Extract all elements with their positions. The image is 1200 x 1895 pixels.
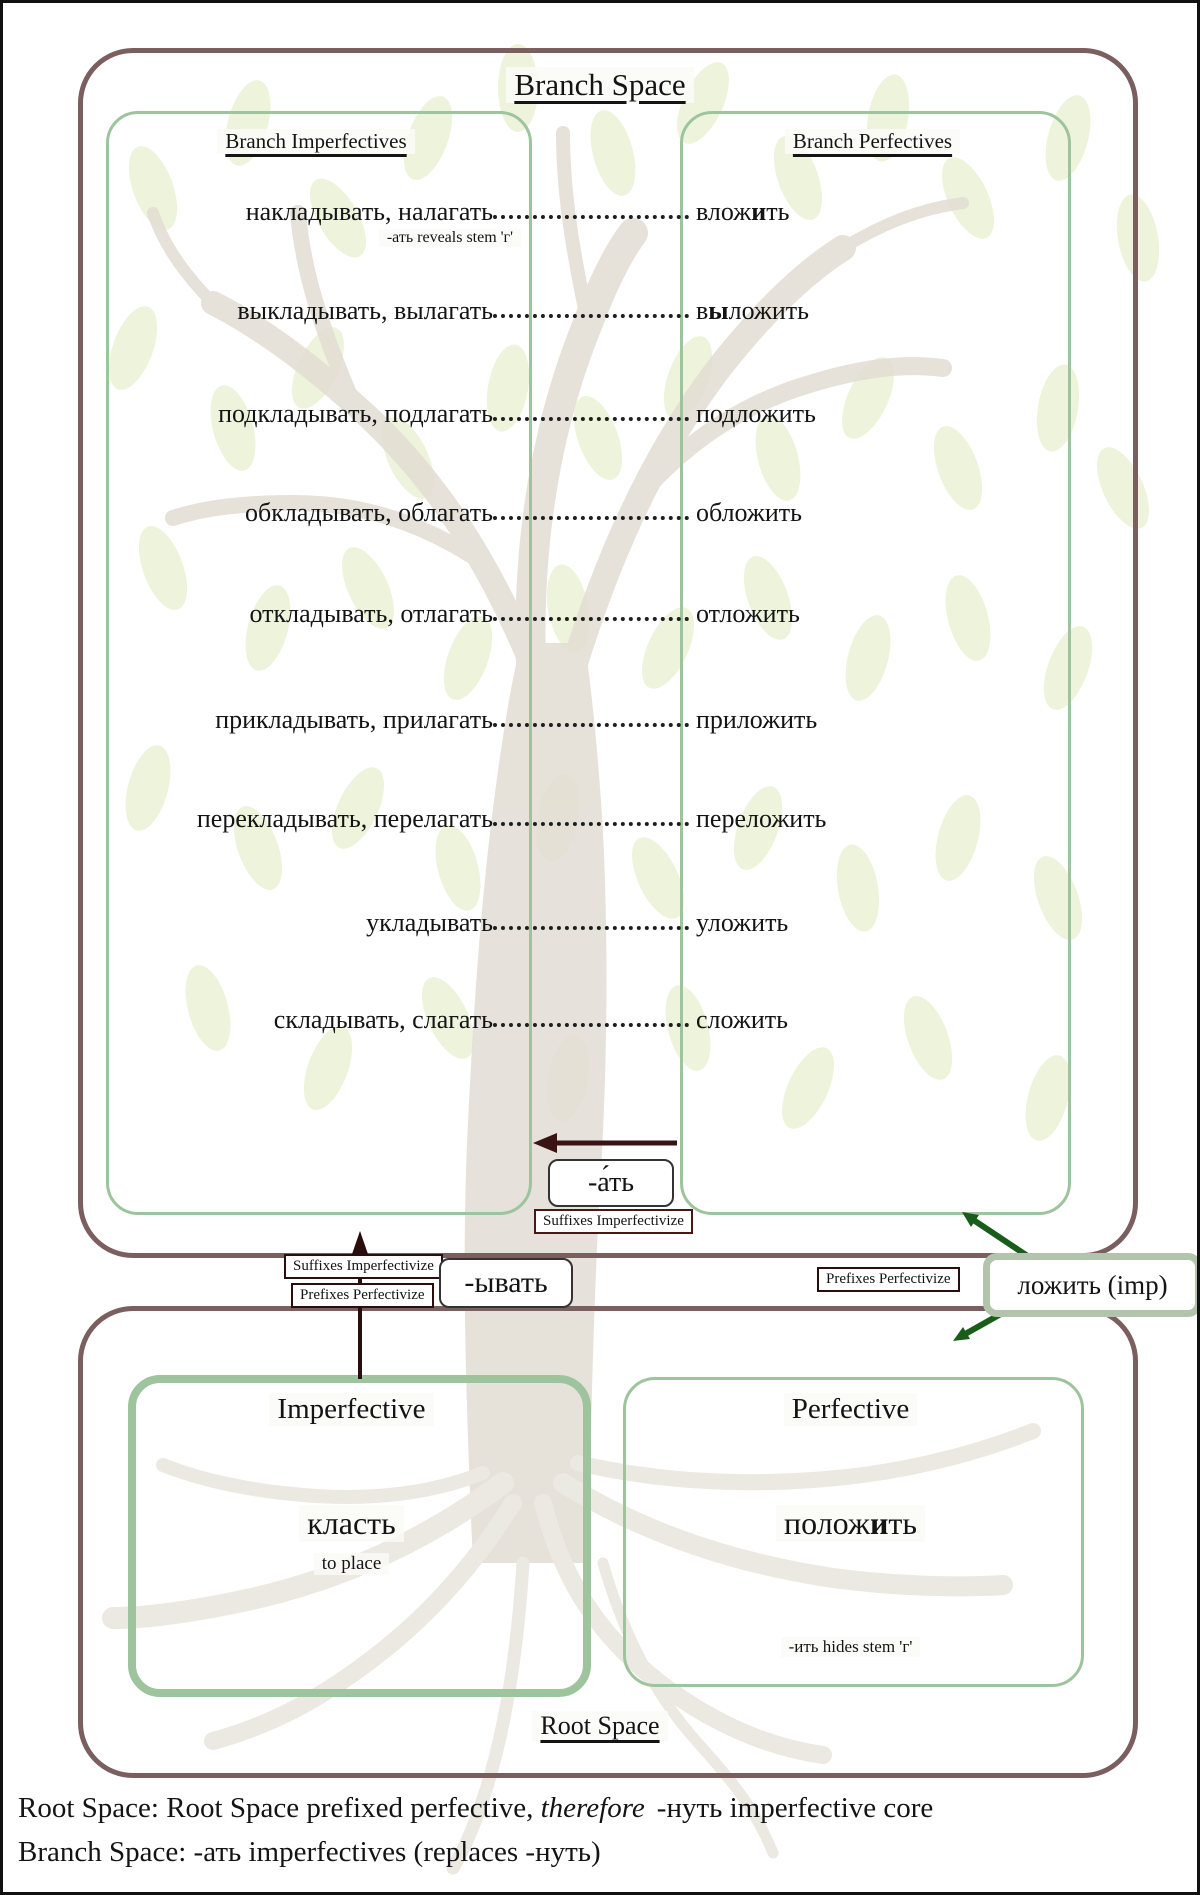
prefixes-perfectivize-label: Prefixes Perfectivize (291, 1283, 434, 1308)
perfective-root-box (623, 1377, 1084, 1687)
dotted-leader (493, 516, 689, 520)
klast-gloss: to place (128, 1553, 575, 1575)
perfective-verb: подложить (696, 399, 816, 428)
dotted-leader (493, 1023, 689, 1027)
branch-perfectives-header: Branch Perfectives (784, 129, 961, 154)
dotted-leader (493, 926, 689, 930)
polozhit-verb: положить (623, 1505, 1078, 1542)
verb-row: подкладывать, подлагать подложить (3, 399, 1197, 429)
tree-illustration (99, 44, 1166, 1875)
perfective-verb: сложить (696, 1005, 788, 1034)
perfective-verb: приложить (696, 705, 818, 734)
verb-row: откладывать, отлагать отложить (3, 599, 1197, 629)
left-column-header-wrap: Branch Imperfectives (106, 129, 526, 154)
verb-row: складывать, слагать сложить (3, 1005, 1197, 1035)
imperfective-verbs: обкладывать, облагать (245, 498, 493, 527)
dotted-leader (493, 822, 689, 826)
left-arrow-icon (533, 1133, 677, 1153)
yvat-suffix-box: -ывать (439, 1258, 573, 1308)
imperfective-verbs: накладывать, налагать (245, 197, 493, 226)
green-arrow-up-head (962, 1212, 979, 1227)
branch-space-title: Branch Space (506, 67, 694, 103)
perfective-verb: переложить (696, 804, 827, 833)
verb-row: укладывать уложить (3, 908, 1197, 938)
root-space-title-wrap: Root Space (3, 1711, 1197, 1741)
dotted-leader (493, 723, 689, 727)
footer-line-2: Branch Space: -ать imperfectives (replac… (18, 1836, 601, 1868)
verb-row: прикладывать, прилагать приложить (3, 705, 1197, 735)
branch-space-title-wrap: Branch Space (3, 67, 1197, 103)
imperfective-verbs: складывать, слагать (273, 1005, 493, 1034)
perfective-verb: уложить (696, 908, 789, 937)
dotted-leader (493, 215, 689, 219)
root-space-container (78, 1306, 1138, 1778)
root-space-title: Root Space (532, 1711, 668, 1741)
imperfective-verbs: перекладывать, перелагать (196, 804, 493, 833)
footer-line-1: Root Space: Root Space prefixed perfecti… (18, 1792, 934, 1824)
verb-row: обкладывать, облагать обложить (3, 498, 1197, 528)
dotted-leader (493, 417, 689, 421)
verb-row: накладывать, налагать вложить (3, 197, 1197, 227)
imperfective-verbs: выкладывать, вылагать (237, 296, 493, 325)
verb-row: выкладывать, вылагать выложить (3, 296, 1197, 326)
green-arrow-down-head (953, 1327, 970, 1341)
branch-space-container (78, 48, 1138, 1258)
imperfective-verbs: укладывать (366, 908, 493, 937)
perfective-verb: отложить (696, 599, 800, 628)
suffixes-imperfectivize-label-2: Suffixes Imperfectivize (284, 1254, 443, 1279)
ath-suffix-box: -а́ть (548, 1159, 674, 1207)
dotted-leader (493, 314, 689, 318)
branch-perfectives-box (680, 111, 1071, 1215)
lozhit-imp-box: ложить (imp) (983, 1253, 1197, 1317)
polozhit-note: -ить hides stem 'г' (623, 1637, 1078, 1657)
row-note: -ать reveals stem 'г' (3, 229, 521, 247)
prefixes-perfectivize-label-2: Prefixes Perfectivize (817, 1267, 960, 1292)
perfective-header: Perfective (623, 1393, 1078, 1426)
imperfective-header: Imperfective (128, 1393, 575, 1426)
perfective-verb: обложить (696, 498, 803, 527)
klast-verb: класть (128, 1505, 575, 1542)
right-column-header-wrap: Branch Perfectives (680, 129, 1065, 154)
branch-imperfectives-header: Branch Imperfectives (217, 129, 415, 154)
verb-row: перекладывать, перелагать переложить (3, 804, 1197, 834)
imperfective-verbs: подкладывать, подлагать (218, 399, 493, 428)
imperfective-verbs: откладывать, отлагать (249, 599, 493, 628)
suffixes-imperfectivize-label: Suffixes Imperfectivize (534, 1209, 693, 1234)
perfective-verb: вложить (696, 197, 790, 226)
dotted-leader (493, 617, 689, 621)
branch-imperfectives-box (106, 111, 532, 1215)
imperfective-verbs: прикладывать, прилагать (215, 705, 493, 734)
perfective-verb: выложить (696, 296, 810, 325)
